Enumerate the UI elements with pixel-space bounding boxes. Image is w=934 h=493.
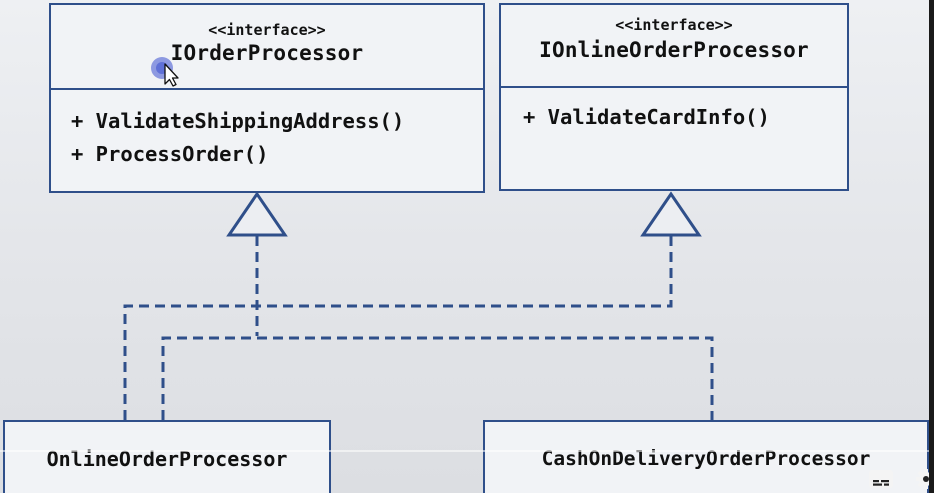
captions-icon[interactable] xyxy=(868,469,894,489)
interface-name: IOnlineOrderProcessor xyxy=(539,38,809,62)
interface-header: <<interface>> IOnlineOrderProcessor xyxy=(501,5,847,88)
mouse-cursor-icon xyxy=(151,57,179,87)
frame-edge xyxy=(929,0,934,493)
class-box-onlineorderprocessor: OnlineOrderProcessor xyxy=(3,420,331,493)
class-name: CashOnDeliveryOrderProcessor xyxy=(541,447,871,470)
realization-arrowhead-iorderprocessor xyxy=(226,191,288,237)
method-item: + ValidateShippingAddress() xyxy=(71,109,405,133)
stereotype-label: <<interface>> xyxy=(615,16,733,34)
video-progress-line[interactable] xyxy=(0,450,934,452)
class-box-cashondeliveryorderprocessor: CashOnDeliveryOrderProcessor xyxy=(483,420,929,493)
interface-box-iorderprocessor: <<interface>> IOrderProcessor + Validate… xyxy=(49,3,485,193)
method-item: + ValidateCardInfo() xyxy=(523,105,770,129)
interface-box-ionlineorderprocessor: <<interface>> IOnlineOrderProcessor + Va… xyxy=(499,3,849,191)
dashed-path-online xyxy=(123,236,673,420)
interface-name: IOrderProcessor xyxy=(170,41,364,65)
stereotype-label: <<interface>> xyxy=(208,21,326,39)
dashed-branch-implementers xyxy=(161,336,714,420)
realization-to-iorderprocessor xyxy=(161,236,714,420)
interface-header: <<interface>> IOrderProcessor xyxy=(51,5,483,90)
realization-to-ionlineorderprocessor xyxy=(123,236,673,420)
realization-arrowhead-ionlineorderprocessor xyxy=(640,191,702,237)
method-item: + ProcessOrder() xyxy=(71,142,269,166)
